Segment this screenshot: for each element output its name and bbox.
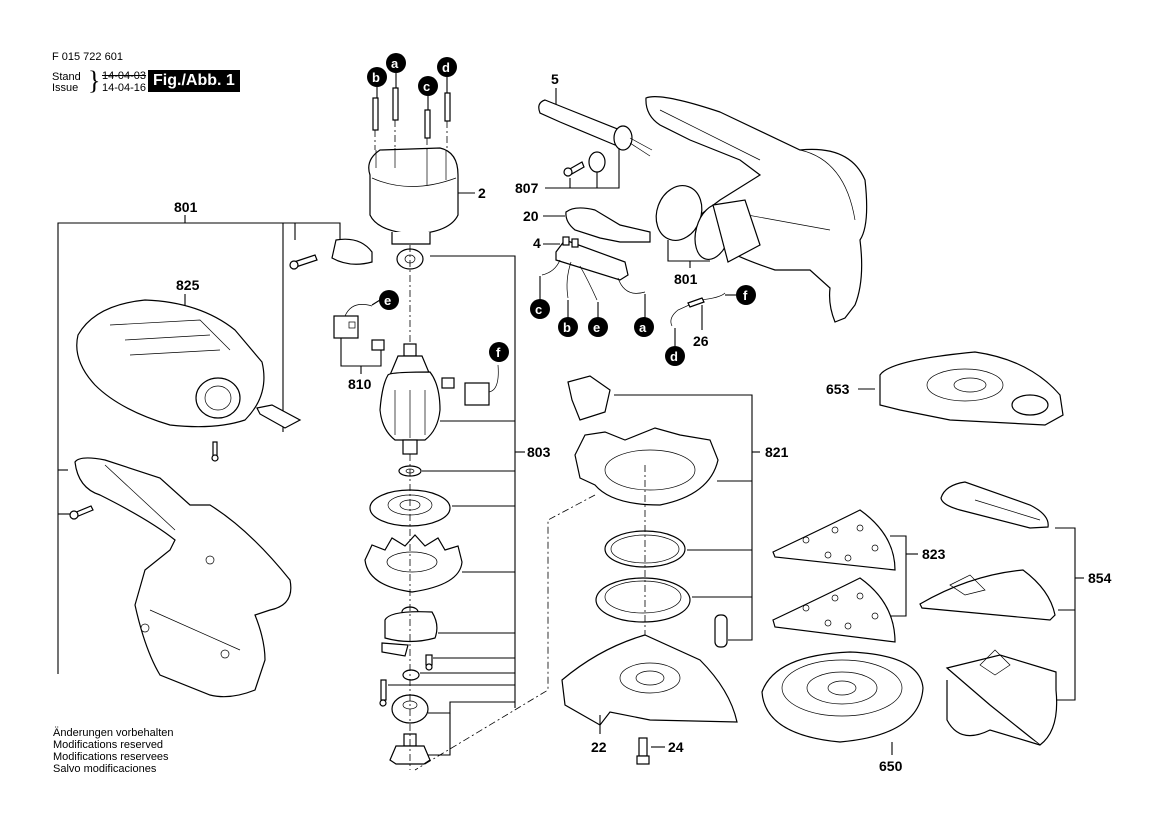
- damping-ring[interactable]: [595, 577, 691, 623]
- issue-label: Issue: [52, 82, 79, 94]
- label-plate[interactable]: [256, 404, 302, 429]
- svg-text:b: b: [563, 320, 571, 335]
- label-801-left: 801: [174, 199, 198, 215]
- connector-marker-a-top: a: [386, 53, 406, 88]
- label-653: 653: [826, 381, 850, 397]
- label-825: 825: [176, 277, 200, 293]
- eccentric-counterweight[interactable]: [381, 606, 438, 657]
- bracket-803: [388, 255, 525, 756]
- dust-port[interactable]: [689, 199, 761, 263]
- bearing-top[interactable]: [396, 248, 424, 270]
- connector-marker-d-wire: d: [665, 328, 685, 366]
- bracket-854: [1055, 527, 1084, 701]
- svg-text:a: a: [639, 320, 647, 335]
- svg-text:f: f: [496, 345, 501, 360]
- svg-text:e: e: [593, 320, 600, 335]
- footer-note-en: Modifications reserved: [53, 739, 164, 751]
- connector-marker-c-top: c: [418, 76, 438, 110]
- connector-marker-e-switch: e: [588, 302, 608, 337]
- label-810: 810: [348, 376, 372, 392]
- screw-left[interactable]: [289, 254, 318, 270]
- document-number: F 015 722 601: [52, 51, 123, 63]
- sanding-sheet-2[interactable]: [772, 577, 896, 643]
- label-24: 24: [668, 739, 684, 755]
- connector-marker-f-wire: f: [736, 285, 756, 305]
- cable-clamp[interactable]: [331, 238, 373, 265]
- svg-text:c: c: [535, 302, 542, 317]
- finger-attachment[interactable]: [940, 481, 1049, 529]
- part-20-switch-actuator[interactable]: [565, 207, 651, 243]
- delta-attachment[interactable]: [919, 569, 1056, 621]
- switch-wires: [541, 259, 646, 301]
- svg-text:e: e: [384, 293, 391, 308]
- label-803: 803: [527, 444, 551, 460]
- svg-text:d: d: [670, 349, 678, 364]
- part-2-motor-housing[interactable]: [368, 147, 459, 245]
- connector-marker-b-switch: b: [558, 300, 578, 337]
- lower-housing[interactable]: [574, 427, 719, 506]
- part-5-power-cord[interactable]: [538, 99, 653, 157]
- connector-marker-e-left: e: [371, 290, 399, 310]
- connector-marker-b-top: b: [367, 67, 387, 98]
- label-5: 5: [551, 71, 559, 87]
- label-650: 650: [879, 758, 903, 774]
- connector-marker-f-brush: f: [489, 342, 509, 362]
- footer-note-fr: Modifications reservees: [53, 751, 169, 763]
- svg-text:a: a: [391, 56, 399, 71]
- terminal-pins: [372, 87, 451, 150]
- label-4: 4: [533, 235, 541, 251]
- stand-label: Stand: [52, 71, 81, 83]
- issue-date: 14-04-16: [102, 82, 147, 94]
- screw-housing[interactable]: [69, 505, 94, 520]
- part-650-round-pad[interactable]: [761, 651, 924, 743]
- part-22-base-plate[interactable]: [561, 634, 738, 726]
- circlip[interactable]: [402, 669, 420, 681]
- label-823: 823: [922, 546, 946, 562]
- svg-text:d: d: [442, 60, 450, 75]
- sanding-sheet-1[interactable]: [772, 509, 896, 571]
- svg-text:f: f: [743, 288, 748, 303]
- label-26: 26: [693, 333, 709, 349]
- part-825-motor-cover[interactable]: [76, 299, 265, 428]
- cylinder-attachment[interactable]: [945, 649, 1058, 746]
- screw-small-1[interactable]: [425, 654, 433, 671]
- connector-marker-d-top: d: [437, 57, 457, 93]
- screw-small-2[interactable]: [379, 679, 387, 707]
- bracket-821: [614, 394, 760, 641]
- label-22: 22: [591, 739, 607, 755]
- fan[interactable]: [364, 534, 463, 593]
- svg-text:c: c: [423, 79, 430, 94]
- screw-825[interactable]: [211, 441, 219, 462]
- label-821: 821: [765, 444, 789, 460]
- stand-date: 14-04-03: [102, 70, 147, 82]
- part-810-brush-right[interactable]: [441, 364, 499, 406]
- part-810-brush-left[interactable]: [333, 304, 385, 351]
- figure-label: Fig./Abb. 1: [148, 70, 240, 92]
- cord-clamp[interactable]: [588, 151, 606, 173]
- label-801-right: 801: [674, 271, 698, 287]
- part-801-housing-half[interactable]: [74, 457, 292, 698]
- svg-text:b: b: [372, 70, 380, 85]
- connector-marker-c-switch: c: [530, 276, 550, 319]
- label-854: 854: [1088, 570, 1112, 586]
- cord-clamp-screw[interactable]: [563, 161, 585, 177]
- label-20: 20: [523, 208, 539, 224]
- label-2: 2: [478, 185, 486, 201]
- part-24-screw[interactable]: [636, 737, 650, 765]
- connector-marker-a-switch: a: [634, 294, 654, 337]
- part-653-pad[interactable]: [879, 351, 1064, 426]
- footer-note-es: Salvo modificaciones: [53, 763, 157, 775]
- footer-note-de: Änderungen vorbehalten: [53, 727, 174, 739]
- guide-pin[interactable]: [714, 614, 728, 648]
- part-26-wire[interactable]: [670, 292, 726, 327]
- armature[interactable]: [379, 343, 441, 455]
- dust-flap[interactable]: [567, 375, 611, 421]
- part-4-switch[interactable]: [555, 236, 629, 281]
- label-807: 807: [515, 180, 539, 196]
- brace-symbol: }: [88, 66, 101, 95]
